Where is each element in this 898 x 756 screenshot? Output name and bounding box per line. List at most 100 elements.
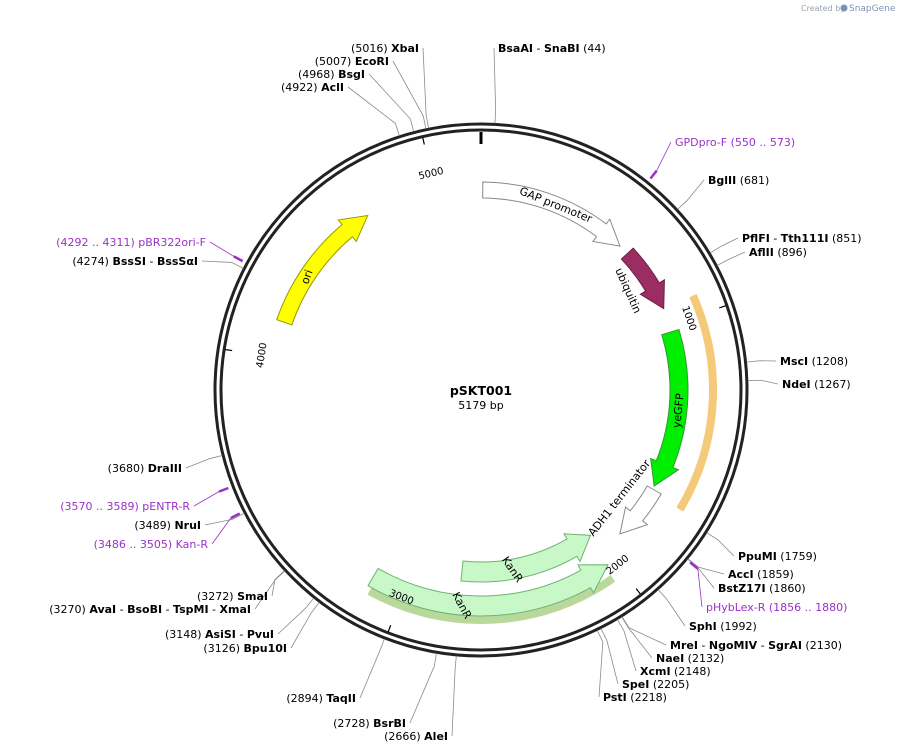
site-pflfi[interactable]: PflFI - Tth111I (851) [709, 232, 862, 254]
site-bglii[interactable]: BglII (681) [677, 174, 770, 210]
site-bsgi[interactable]: (4968) BsgI [298, 68, 415, 132]
site-draiii[interactable]: (3680) DraIII [108, 455, 223, 475]
site-ndei[interactable]: NdeI (1267) [747, 378, 851, 391]
site-sphi[interactable]: SphI (1992) [657, 589, 757, 633]
site-label[interactable]: (4968) BsgI [298, 68, 365, 81]
primer-pentr-r[interactable]: (3570 .. 3589) pENTR-R [60, 486, 229, 513]
site-label[interactable]: (5007) EcoRI [315, 55, 389, 68]
site-bsaai[interactable]: BsaAI - SnaBI (44) [493, 42, 606, 124]
primer-label[interactable]: (3570 .. 3589) pENTR-R [60, 500, 190, 513]
primer-label[interactable]: (3486 .. 3505) Kan-R [94, 538, 209, 551]
site-label[interactable]: AflII (896) [749, 246, 807, 259]
site-smai[interactable]: (3272) SmaI [197, 570, 285, 603]
site-psti[interactable]: PstI (2218) [596, 630, 667, 704]
feature-ubiquitin[interactable]: ubiquitin [612, 247, 665, 315]
site-leader-line [201, 260, 244, 269]
feature-label: GAP promoter [517, 185, 594, 226]
feature-arrow[interactable] [620, 247, 665, 310]
site-taqii[interactable]: (2894) TaqII [286, 638, 385, 705]
ruler-tick-mark [387, 625, 392, 633]
primer-phyblex-r[interactable]: pHybLex-R (1856 .. 1880) [689, 561, 847, 614]
site-label[interactable]: (3148) AsiSI - PvuI [165, 628, 274, 641]
site-label[interactable]: (3680) DraIII [108, 462, 182, 475]
primer-mark [218, 486, 229, 493]
site-bsrbi[interactable]: (2728) BsrBI [333, 653, 437, 730]
site-label[interactable]: BstZ17I (1860) [718, 582, 806, 595]
site-mrei[interactable]: MreI - NgoMIV - SgrAI (2130) [621, 616, 842, 652]
primer-pbr322ori-f[interactable]: (4292 .. 4311) pBR322ori-F [56, 236, 244, 263]
site-bstz17i[interactable]: BstZ17I (1860) [687, 558, 806, 595]
primer-label[interactable]: GPDpro-F (550 .. 573) [675, 136, 795, 149]
site-leader-line [677, 179, 705, 210]
created-by-text: Created by [801, 4, 845, 13]
site-label[interactable]: NaeI (2132) [656, 652, 724, 665]
primer-mark [230, 512, 241, 520]
site-bsssi[interactable]: (4274) BssSI - BssSαI [72, 255, 244, 269]
site-label[interactable]: (5016) XbaI [351, 42, 419, 55]
site-alei[interactable]: (2666) AleI [384, 655, 457, 743]
site-acci[interactable]: AccI (1859) [687, 558, 794, 581]
site-label[interactable]: (3489) NruI [134, 519, 201, 532]
site-bpu10i[interactable]: (3126) Bpu10I [203, 602, 320, 655]
site-label[interactable]: BglII (681) [708, 174, 769, 187]
feature-arrow[interactable] [619, 485, 662, 535]
feature-arrow[interactable] [367, 564, 609, 617]
plasmid-name: pSKT001 [450, 383, 512, 398]
feature-adh1-terminator[interactable]: ADH1 terminator [585, 457, 662, 539]
site-xbai[interactable]: (5016) XbaI [351, 42, 430, 129]
site-label[interactable]: (2894) TaqII [286, 692, 356, 705]
site-leader-line [347, 86, 400, 136]
site-aflii[interactable]: AflII (896) [716, 246, 807, 266]
feature-kanr[interactable]: KanR [460, 533, 592, 585]
ruler-tick-mark [719, 305, 727, 309]
feature-arrow[interactable] [482, 181, 621, 247]
site-label[interactable]: (4274) BssSI - BssSαI [72, 255, 198, 268]
site-xcmi[interactable]: XcmI (2148) [616, 619, 711, 678]
site-label[interactable]: PflFI - Tth111I (851) [742, 232, 862, 245]
site-label[interactable]: XcmI (2148) [640, 665, 711, 678]
plasmid-title: pSKT001 5179 bp [450, 383, 512, 412]
primer-leader-line [656, 141, 672, 171]
primer-label[interactable]: (4292 .. 4311) pBR322ori-F [56, 236, 206, 249]
feature-arrow[interactable] [276, 214, 369, 326]
site-label[interactable]: NdeI (1267) [782, 378, 851, 391]
site-label[interactable]: PpuMI (1759) [738, 550, 817, 563]
primer-mark [233, 255, 244, 263]
primer-gpdpro-f[interactable]: GPDpro-F (550 .. 573) [649, 136, 795, 180]
site-naei[interactable]: NaeI (2132) [621, 616, 725, 665]
site-spei[interactable]: SpeI (2205) [600, 628, 689, 691]
site-label[interactable]: SphI (1992) [689, 620, 757, 633]
site-asisi[interactable]: (3148) AsiSI - PvuI [165, 597, 315, 641]
site-label[interactable]: MreI - NgoMIV - SgrAI (2130) [670, 639, 842, 652]
site-leader-line [422, 47, 430, 129]
site-leader-line [271, 570, 285, 597]
primer-label[interactable]: pHybLex-R (1856 .. 1880) [706, 601, 847, 614]
site-label[interactable]: PstI (2218) [603, 691, 667, 704]
site-label[interactable]: (3126) Bpu10I [203, 642, 287, 655]
site-avai[interactable]: (3270) AvaI - BsoBI - TspMI - XmaI [49, 570, 286, 616]
site-label[interactable]: (2728) BsrBI [333, 717, 406, 730]
feature-gap-promoter[interactable]: GAP promoter [482, 181, 621, 247]
feature-arrow[interactable] [650, 328, 689, 487]
site-label[interactable]: SpeI (2205) [622, 678, 689, 691]
site-acli[interactable]: (4922) AclI [281, 81, 400, 136]
site-ppumi[interactable]: PpuMI (1759) [706, 532, 817, 563]
site-label[interactable]: BsaAI - SnaBI (44) [498, 42, 606, 55]
site-nrui[interactable]: (3489) NruI [134, 512, 245, 532]
site-msci[interactable]: MscI (1208) [746, 355, 849, 368]
site-label[interactable]: MscI (1208) [780, 355, 848, 368]
feature-ori[interactable]: ori [276, 214, 369, 326]
site-label[interactable]: (2666) AleI [384, 730, 448, 743]
feature-highlight-band [676, 294, 717, 512]
primer-kan-r[interactable]: (3486 .. 3505) Kan-R [94, 512, 241, 551]
site-ecori[interactable]: (5007) EcoRI [315, 55, 427, 129]
site-leader-line [687, 558, 725, 575]
primers: GPDpro-F (550 .. 573) (4292 .. 4311) pBR3… [56, 136, 847, 614]
feature-yegfp[interactable]: yeGFP [650, 328, 689, 487]
site-label[interactable]: AccI (1859) [728, 568, 794, 581]
site-label[interactable]: (3270) AvaI - BsoBI - TspMI - XmaI [49, 603, 251, 616]
site-label[interactable]: (3272) SmaI [197, 590, 268, 603]
feature-arrow[interactable] [460, 533, 592, 583]
site-label[interactable]: (4922) AclI [281, 81, 344, 94]
